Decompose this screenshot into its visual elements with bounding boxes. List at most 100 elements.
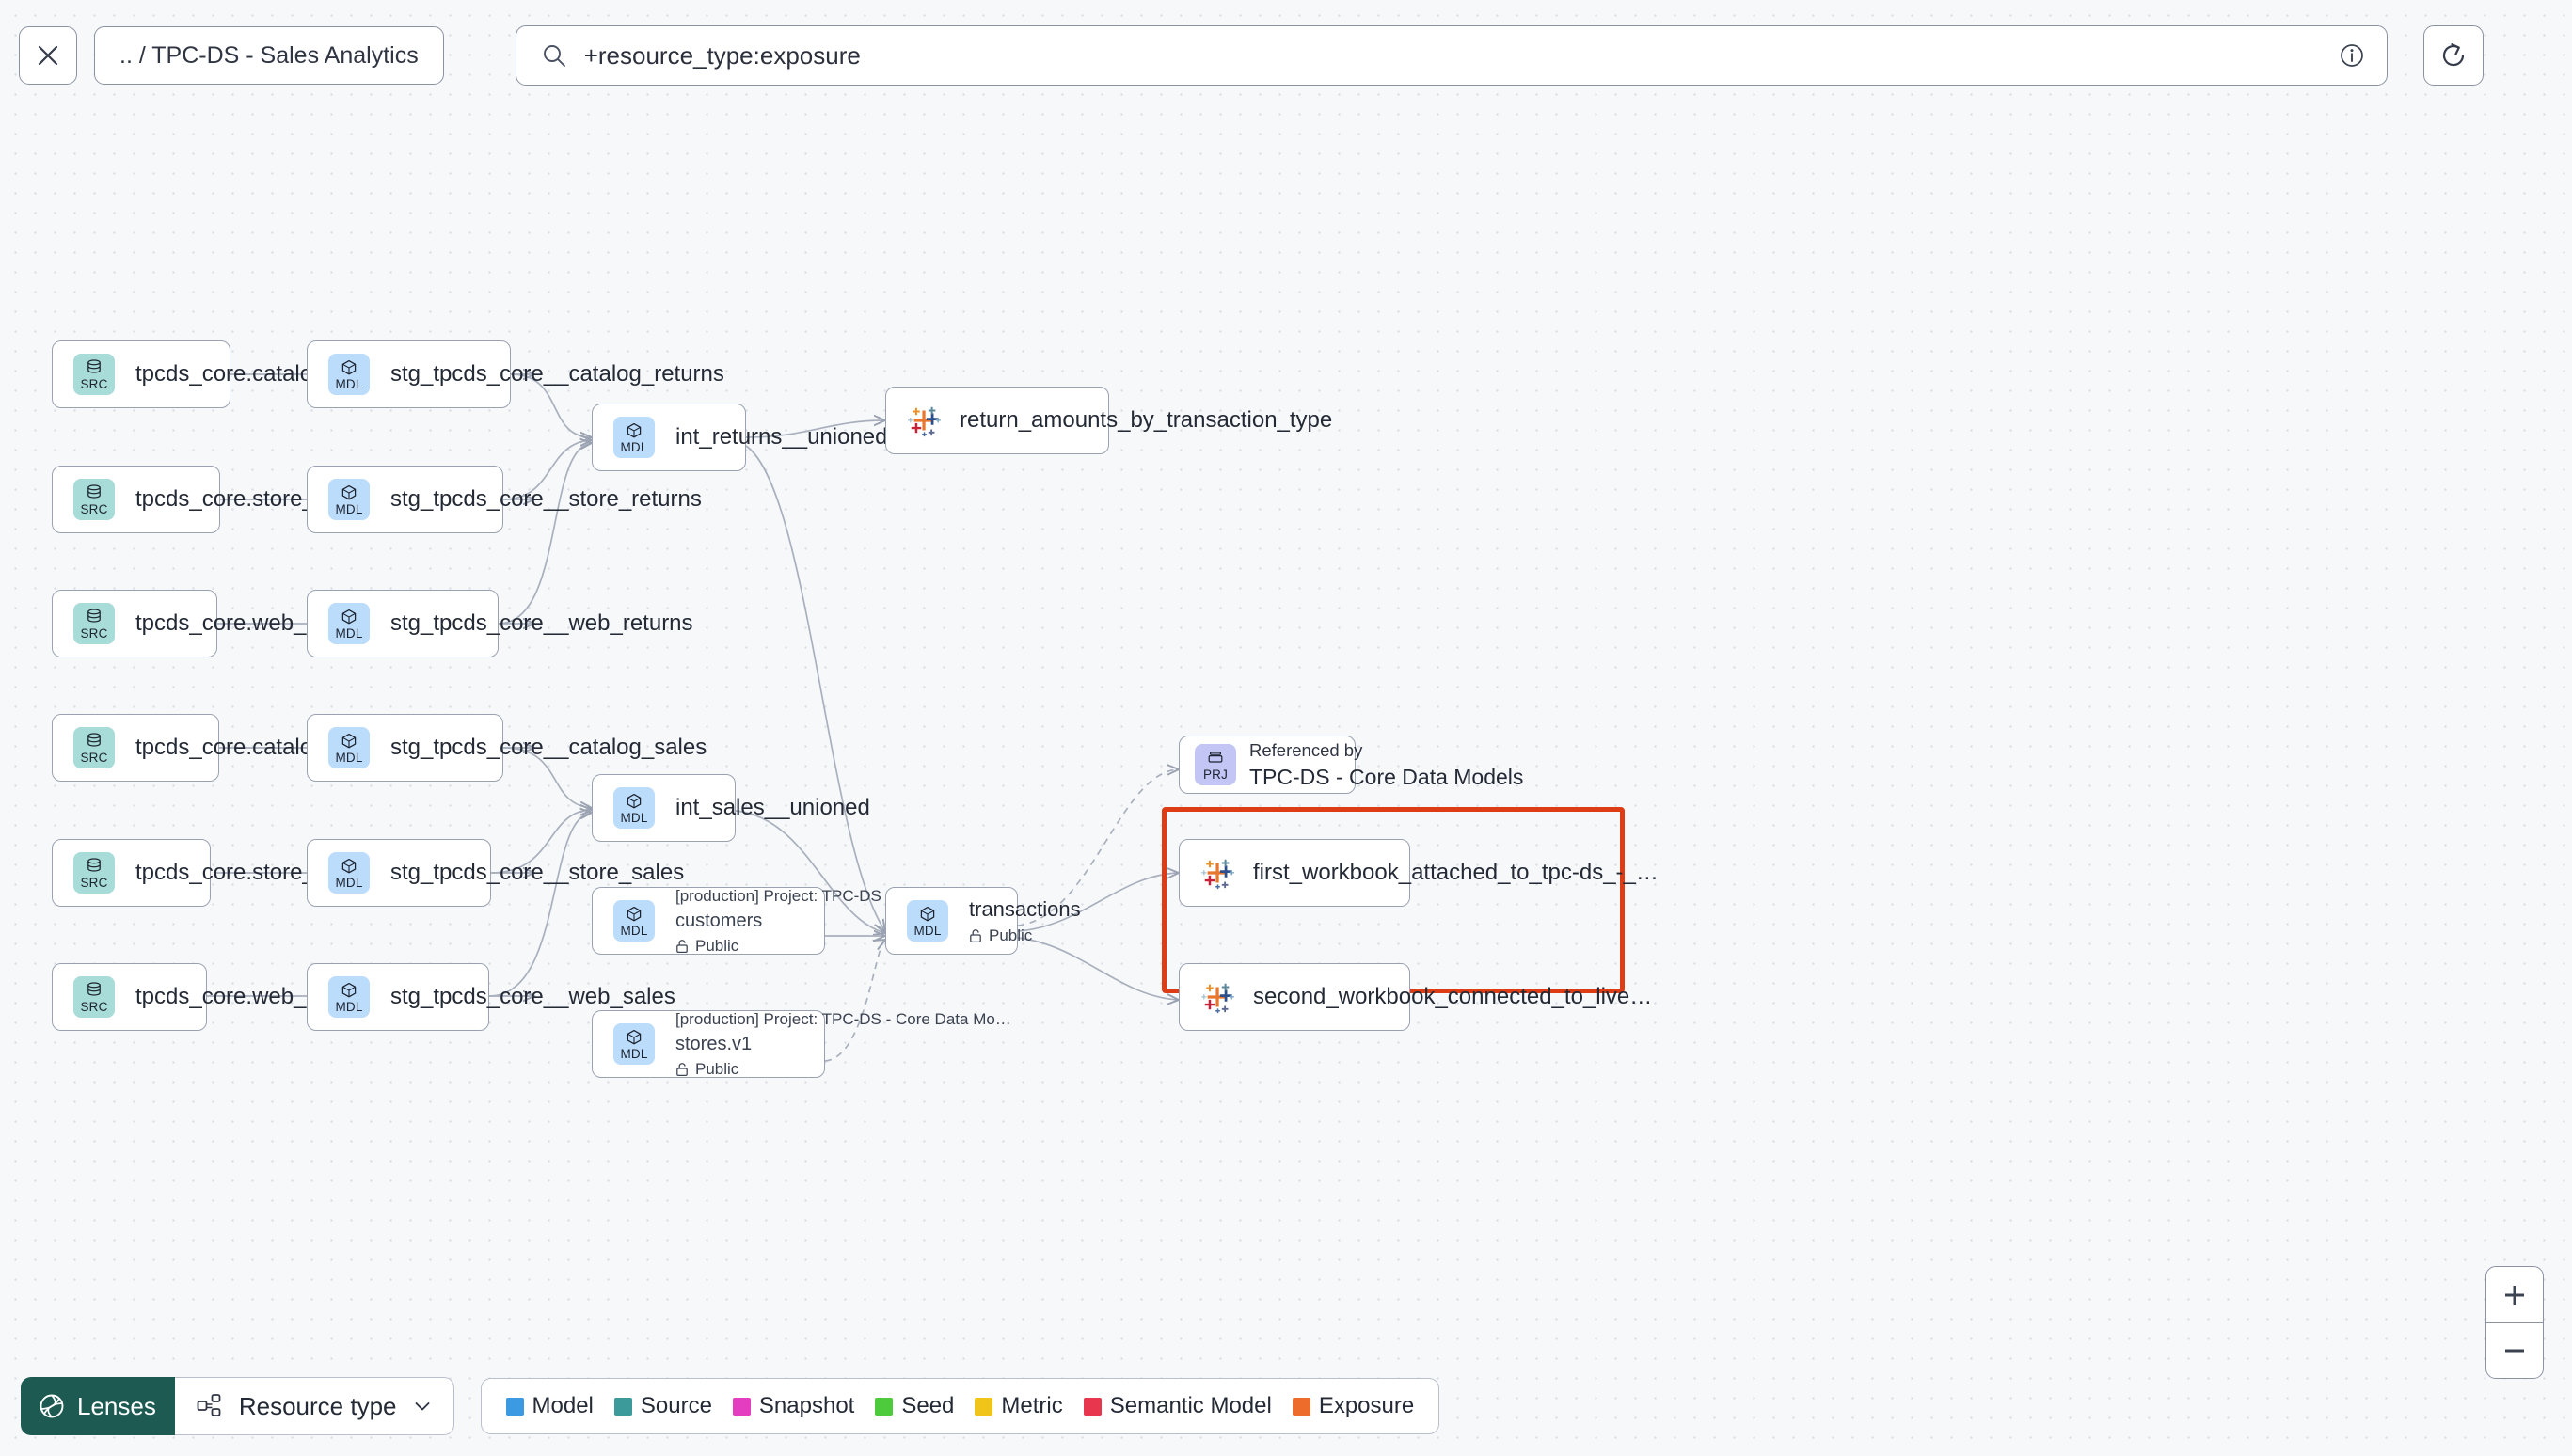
badge-src: SRC (73, 727, 115, 768)
node-source-store-sales[interactable]: SRC tpcds_core.store_sales (52, 839, 368, 907)
resource-type-label: Resource type (238, 1391, 397, 1420)
badge-src: SRC (73, 852, 115, 894)
node-model-stg-catalog-returns[interactable]: MDL stg_tpcds_core__catalog_returns (307, 340, 724, 408)
badge-label: SRC (80, 999, 108, 1014)
info-icon[interactable] (2338, 41, 2366, 70)
unlock-icon (970, 928, 981, 942)
search-input[interactable]: +resource_type:exposure (583, 40, 861, 70)
node-model-stores-v1[interactable]: MDL [production] Project: TPC-DS - Core … (592, 1010, 1011, 1078)
legend-swatch (732, 1397, 751, 1416)
close-button[interactable] (19, 26, 77, 85)
node-model-stg-store-sales[interactable]: MDL stg_tpcds_core__store_sales (307, 839, 684, 907)
badge-label: MDL (620, 923, 648, 938)
badge-label: MDL (335, 999, 363, 1014)
badge-label: PRJ (1202, 767, 1229, 782)
badge-label: SRC (80, 376, 108, 391)
node-source-catalog-sales[interactable]: SRC tpcds_core.catalog_sales (52, 714, 390, 782)
node-access-label: Public (989, 926, 1033, 944)
legend-swatch (875, 1397, 894, 1416)
node-model-stg-store-returns[interactable]: MDL stg_tpcds_core__store_returns (307, 466, 702, 533)
node-label: stores.v1 (675, 1033, 753, 1054)
node-exposure-second-workbook[interactable]: second_workbook_connected_to_live… (1179, 963, 1652, 1031)
badge-label: MDL (335, 625, 363, 641)
node-label: stg_tpcds_core__web_sales (390, 984, 675, 1009)
node-access-label: Public (695, 936, 739, 955)
lenses-button[interactable]: Lenses (21, 1377, 175, 1435)
cube-icon (341, 733, 357, 749)
legend-swatch (1292, 1397, 1310, 1416)
close-icon (38, 45, 58, 66)
referenced-by-label: Referenced by (1249, 739, 1363, 760)
badge-src: SRC (73, 479, 115, 520)
badge-src: SRC (73, 603, 115, 644)
legend-swatch (975, 1397, 993, 1416)
nodes-icon (197, 1394, 221, 1416)
badge-mdl: MDL (328, 976, 370, 1018)
badge-label: MDL (620, 1046, 648, 1061)
node-exposure-first-workbook[interactable]: first_workbook_attached_to_tpc-ds_-_… (1179, 839, 1659, 907)
badge-mdl: MDL (328, 354, 370, 395)
node-model-int-sales-unioned[interactable]: MDL int_sales__unioned (592, 774, 870, 842)
node-label: stg_tpcds_core__store_sales (390, 860, 685, 885)
node-source-store-returns[interactable]: SRC tpcds_core.store_returns (52, 466, 385, 533)
database-icon (87, 858, 101, 872)
node-model-stg-web-sales[interactable]: MDL stg_tpcds_core__web_sales (307, 963, 675, 1031)
search-bar[interactable]: +resource_type:exposure (515, 25, 2388, 86)
unlock-icon (676, 1062, 688, 1076)
node-label: stg_tpcds_core__catalog_returns (390, 361, 724, 387)
breadcrumb[interactable]: .. / TPC-DS - Sales Analytics (94, 26, 444, 85)
legend-label: Semantic Model (1109, 1393, 1272, 1418)
legend-label: Source (640, 1393, 712, 1418)
node-access-label: Public (695, 1059, 739, 1078)
zoom-out-button[interactable] (2486, 1322, 2543, 1378)
badge-mdl: MDL (613, 1023, 655, 1065)
resource-type-dropdown[interactable]: Resource type (174, 1377, 454, 1435)
resource-type-legend: Model Source Snapshot Seed Metric Semant… (480, 1378, 1440, 1434)
chevron-down-icon (415, 1402, 429, 1411)
cube-icon (341, 858, 357, 874)
node-model-stg-catalog-sales[interactable]: MDL stg_tpcds_core__catalog_sales (307, 714, 707, 782)
lens-control-group: Lenses Resource type (21, 1377, 454, 1435)
legend-swatch (613, 1397, 632, 1416)
node-label: stg_tpcds_core__web_returns (390, 610, 693, 636)
node-access: Public (675, 937, 1011, 956)
legend-label: Snapshot (758, 1393, 855, 1418)
node-source-catalog-returns[interactable]: SRC tpcds_core.catalog_returns (52, 340, 408, 408)
node-project-label: [production] Project: TPC-DS - Core Data… (675, 1009, 1011, 1028)
node-label: second_workbook_connected_to_live… (1253, 984, 1653, 1009)
legend-item-semantic-model: Semantic Model (1083, 1393, 1272, 1419)
legend-label: Metric (1001, 1393, 1063, 1418)
node-label: stg_tpcds_core__store_returns (390, 486, 702, 512)
lenses-label: Lenses (77, 1391, 156, 1420)
badge-label: MDL (913, 923, 942, 938)
legend-item-exposure: Exposure (1292, 1393, 1414, 1419)
badge-mdl: MDL (907, 900, 948, 942)
node-label: int_sales__unioned (675, 795, 870, 820)
node-model-transactions[interactable]: MDL transactions Public (885, 887, 1081, 955)
database-icon (87, 484, 101, 499)
cube-icon (341, 609, 357, 625)
node-model-stg-web-returns[interactable]: MDL stg_tpcds_core__web_returns (307, 590, 693, 657)
cube-icon (341, 359, 357, 375)
refresh-icon (2442, 43, 2464, 67)
node-model-int-returns-unioned[interactable]: MDL int_returns__unioned (592, 404, 888, 471)
cube-icon (627, 793, 642, 809)
badge-src: SRC (73, 354, 115, 395)
node-project-referenced-by[interactable]: PRJ Referenced by TPC-DS - Core Data Mod… (1179, 736, 1523, 794)
node-source-web-returns[interactable]: SRC tpcds_core.web_returns (52, 590, 376, 657)
zoom-in-button[interactable] (2486, 1267, 2543, 1322)
legend-item-seed: Seed (875, 1393, 954, 1419)
node-label: TPC-DS - Core Data Models (1249, 764, 1524, 789)
legend-item-model: Model (505, 1393, 594, 1419)
node-model-customers[interactable]: MDL [production] Project: TPC-DS - Core … (592, 887, 1011, 955)
cube-icon (627, 906, 642, 922)
plus-icon (2505, 1285, 2524, 1305)
node-label: return_amounts_by_transaction_type (960, 407, 1333, 433)
tableau-icon (1201, 983, 1234, 1014)
refresh-button[interactable] (2422, 25, 2484, 86)
node-source-web-sales[interactable]: SRC tpcds_core.web_sales (52, 963, 358, 1031)
badge-mdl: MDL (613, 417, 655, 458)
badge-label: SRC (80, 501, 108, 516)
node-exposure-return-amounts[interactable]: return_amounts_by_transaction_type (885, 387, 1332, 454)
